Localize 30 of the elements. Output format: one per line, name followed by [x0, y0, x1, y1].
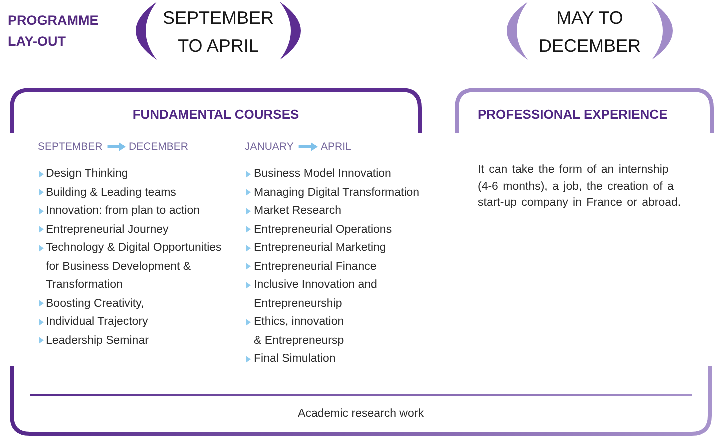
course-item: Entrepreneurial Journey	[46, 222, 169, 238]
course-item: Ethics, innovation & Entrepreneursp	[254, 315, 346, 348]
course-item: Innovation: from plan to action	[46, 204, 200, 219]
title-heading: PROGRAMME LAY-OUT	[8, 12, 100, 51]
month-label: JANUARY	[245, 139, 294, 155]
course-item: Entrepreneurial Finance	[254, 260, 377, 274]
course-item: Technology & Digital Opportunities for Business Development & Transformation	[46, 241, 223, 293]
arrow	[298, 142, 318, 152]
course-item: Leadership Seminar	[46, 334, 149, 348]
course-item: Managing Digital Transformation	[254, 186, 420, 200]
month-label: SEPTEMBER	[38, 139, 103, 155]
course-item: Building & Leading teams	[46, 186, 176, 200]
arrow	[108, 142, 126, 152]
section-heading: FUNDAMENTAL COURSES	[132, 107, 300, 123]
section-heading: PROFESSIONAL EXPERIENCE	[478, 107, 668, 123]
course-item: Market Research	[254, 204, 342, 219]
description-text: It can take the form of an internship (4-6 months), a job, the creation of a start-up company in France or abroad.	[478, 163, 682, 211]
course-item: Entrepreneurial Operations	[254, 222, 392, 238]
period-heading: SEPTEMBER TO APRIL	[162, 7, 276, 58]
course-item: Entrepreneurial Marketing	[254, 241, 386, 256]
course-item: Business Model Innovation	[254, 167, 392, 182]
course-item: Design Thinking	[46, 167, 128, 182]
month-label: APRIL	[321, 139, 352, 155]
period-heading: MAY TO DECEMBER	[538, 7, 642, 58]
course-item: Boosting Creativity,	[46, 296, 144, 312]
section-label: Academic research work	[298, 407, 424, 422]
course-item: Inclusive Innovation and Entrepreneurship	[254, 278, 378, 312]
course-item: Individual Trajectory	[46, 315, 148, 330]
course-item: Final Simulation	[254, 352, 336, 367]
month-label: DECEMBER	[129, 139, 189, 155]
